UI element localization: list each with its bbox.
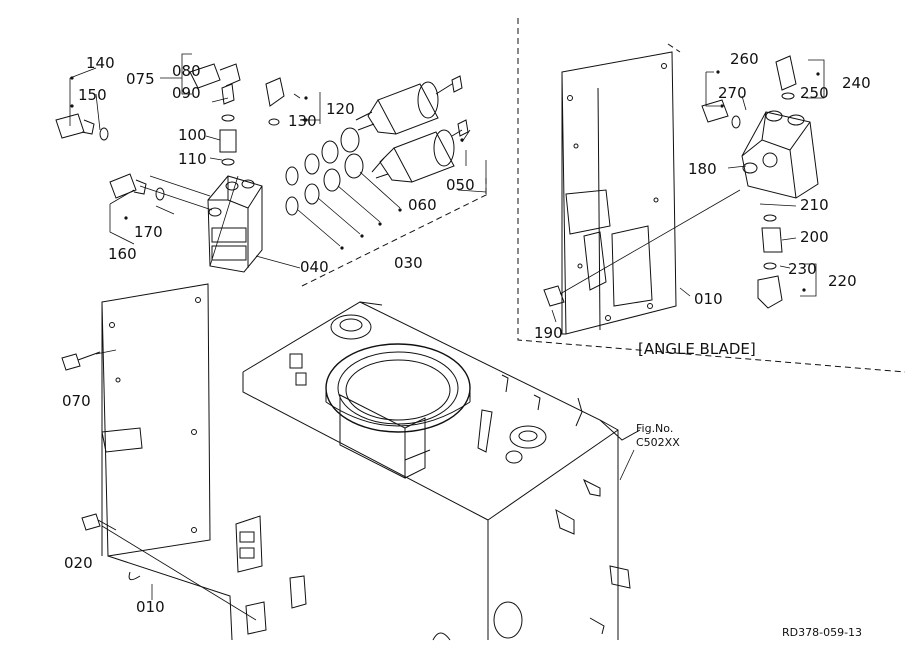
part-label-080: 080 <box>172 62 201 80</box>
fig-ref-line1: Fig.No. <box>636 422 673 435</box>
part-label-240: 240 <box>842 74 871 92</box>
part-label-060: 060 <box>408 196 437 214</box>
main-frame-outline <box>242 301 641 641</box>
part-label-220: 220 <box>828 272 857 290</box>
part-labels: 140 150 075 080 090 120 130 100 110 050 … <box>62 50 871 639</box>
part-label-100: 100 <box>178 126 207 144</box>
part-label-090: 090 <box>172 84 201 102</box>
part-label-190: 190 <box>534 324 563 342</box>
part-label-210: 210 <box>800 196 829 214</box>
part-label-260: 260 <box>730 50 759 68</box>
fittings-left <box>55 113 165 201</box>
part-label-230: 230 <box>788 260 817 278</box>
part-label-010-inset: 010 <box>694 290 723 308</box>
part-label-150: 150 <box>78 86 107 104</box>
angle-blade-inset-border <box>517 18 906 373</box>
part-label-110: 110 <box>178 150 207 168</box>
part-label-075: 075 <box>126 70 155 88</box>
drawing-code: RD378-059-13 <box>782 626 862 639</box>
bolts-left <box>61 351 117 531</box>
control-valve-body <box>207 175 263 273</box>
part-label-200: 200 <box>800 228 829 246</box>
o-ring-set <box>285 127 364 216</box>
fittings-top <box>189 63 285 166</box>
fig-ref-line2: C502XX <box>636 436 680 449</box>
spool-cartridge-lower <box>371 119 469 183</box>
angle-blade-valve-body <box>741 110 819 199</box>
leader-dots <box>70 70 820 292</box>
inset-title: [ANGLE BLADE] <box>638 340 756 358</box>
part-label-250: 250 <box>800 84 829 102</box>
part-label-010-main: 010 <box>136 598 165 616</box>
part-label-170: 170 <box>134 223 163 241</box>
part-label-180: 180 <box>688 160 717 178</box>
part-label-120: 120 <box>326 100 355 118</box>
part-label-140: 140 <box>86 54 115 72</box>
part-label-030: 030 <box>394 254 423 272</box>
part-label-160: 160 <box>108 245 137 263</box>
spool-cartridge-upper <box>355 75 463 135</box>
part-label-020: 020 <box>64 554 93 572</box>
leader-lines <box>69 53 825 621</box>
angle-blade-plate <box>561 51 677 335</box>
left-side-plate <box>101 283 307 641</box>
part-label-130: 130 <box>288 112 317 130</box>
part-label-070: 070 <box>62 392 91 410</box>
angle-blade-fittings <box>543 55 797 309</box>
part-label-040: 040 <box>300 258 329 276</box>
part-label-050: 050 <box>446 176 475 194</box>
part-label-270: 270 <box>718 84 747 102</box>
